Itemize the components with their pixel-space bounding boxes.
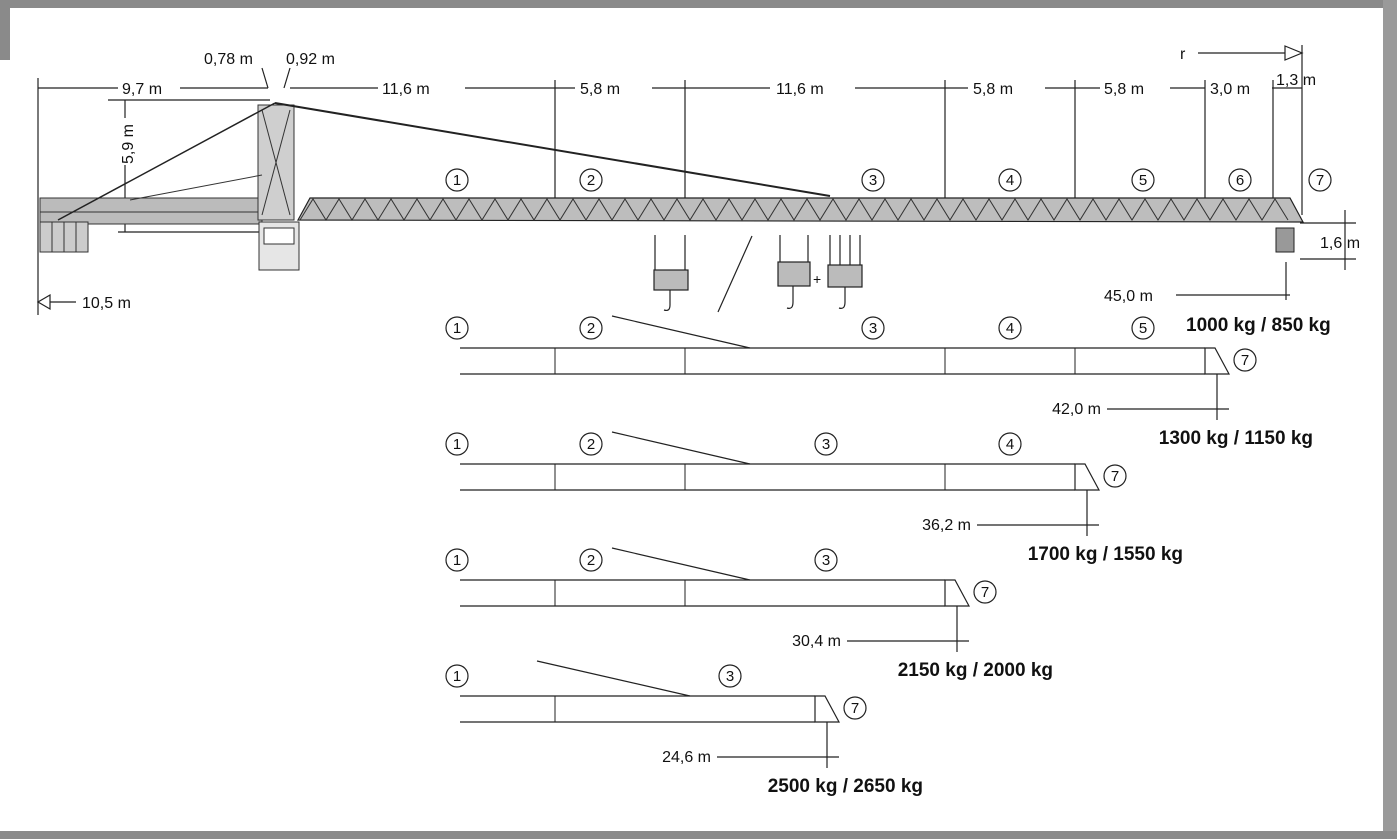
config-row-2: 1 2 3 4 7 36,2 m 1700 kg / 1550 kg bbox=[445, 431, 1183, 565]
svg-text:2: 2 bbox=[587, 436, 595, 453]
main-jib-truss bbox=[296, 197, 1305, 253]
svg-text:7: 7 bbox=[1241, 352, 1249, 369]
config-3-section-7: 7 bbox=[973, 580, 997, 604]
config-1-length: 42,0 m bbox=[1052, 401, 1101, 418]
config-4-section-3: 3 bbox=[718, 664, 742, 688]
config-2-section-7: 7 bbox=[1103, 464, 1127, 488]
left-border bbox=[0, 0, 10, 60]
truss-lacing bbox=[299, 198, 1289, 221]
crane-body bbox=[39, 102, 831, 271]
svg-text:1: 1 bbox=[453, 320, 461, 337]
config-4-length: 24,6 m bbox=[662, 749, 711, 766]
svg-text:4: 4 bbox=[1006, 436, 1014, 453]
config-row-3: 1 2 3 7 30,4 m 2150 kg / 2000 kg bbox=[445, 547, 1053, 681]
dim-jib-s1: 11,6 m bbox=[382, 81, 430, 98]
svg-text:7: 7 bbox=[1316, 172, 1324, 189]
svg-text:5: 5 bbox=[1139, 172, 1147, 189]
top-dimension-lines bbox=[36, 45, 1356, 315]
hook-plus-sign: + bbox=[813, 271, 821, 287]
config-3-load: 2150 kg / 2000 kg bbox=[898, 660, 1053, 681]
config-1-section-1: 1 bbox=[445, 316, 469, 340]
main-section-7: 7 bbox=[1308, 168, 1332, 192]
config-3-section-3: 3 bbox=[814, 548, 838, 572]
config-2-length: 36,2 m bbox=[922, 517, 971, 534]
dim-counter-jib: 9,7 m bbox=[122, 81, 162, 98]
dim-height: 5,9 m bbox=[120, 124, 137, 164]
svg-text:1: 1 bbox=[453, 436, 461, 453]
svg-text:7: 7 bbox=[1111, 468, 1119, 485]
single-hook-icon bbox=[653, 269, 689, 291]
top-border bbox=[0, 0, 1397, 8]
svg-text:6: 6 bbox=[1236, 172, 1244, 189]
config-1-section-7: 7 bbox=[1233, 348, 1257, 372]
svg-text:3: 3 bbox=[822, 436, 830, 453]
hook-icons bbox=[653, 235, 863, 313]
double-hook-icon-a bbox=[777, 261, 811, 287]
svg-text:1: 1 bbox=[453, 668, 461, 685]
config-row-4: 1 3 7 24,6 m 2500 kg / 2650 kg bbox=[445, 660, 923, 797]
dim-jib-s4: 5,8 m bbox=[973, 81, 1013, 98]
svg-text:4: 4 bbox=[1006, 172, 1014, 189]
svg-text:3: 3 bbox=[822, 552, 830, 569]
main-jib-length: 45,0 m bbox=[1104, 288, 1153, 305]
bottom-border bbox=[0, 831, 1397, 839]
dim-jib-tip: 1,3 m bbox=[1276, 72, 1316, 89]
dim-jib-s3: 11,6 m bbox=[776, 81, 824, 98]
svg-text:3: 3 bbox=[869, 172, 877, 189]
config-1-section-4: 4 bbox=[998, 316, 1022, 340]
config-4-section-1: 1 bbox=[445, 664, 469, 688]
main-length-callout bbox=[1176, 262, 1290, 300]
svg-text:1: 1 bbox=[453, 172, 461, 189]
svg-text:7: 7 bbox=[851, 700, 859, 717]
dim-jib-s6: 3,0 m bbox=[1210, 81, 1250, 98]
dim-jib-s5: 5,8 m bbox=[1104, 81, 1144, 98]
config-2-section-3: 3 bbox=[814, 432, 838, 456]
main-section-4: 4 bbox=[998, 168, 1022, 192]
config-1-load: 1300 kg / 1150 kg bbox=[1159, 428, 1313, 449]
config-2-section-2: 2 bbox=[579, 432, 603, 456]
hook-block bbox=[1275, 227, 1295, 253]
main-jib-load: 1000 kg / 850 kg bbox=[1186, 315, 1331, 336]
main-section-3: 3 bbox=[861, 168, 885, 192]
config-2-section-1: 1 bbox=[445, 432, 469, 456]
config-2-load: 1700 kg / 1550 kg bbox=[1028, 544, 1183, 565]
jib-configurations: 1 2 3 4 5 7 42,0 m 1300 kg / 1150 kg 1 2 3 4 7 36,2 m… bbox=[445, 315, 1313, 797]
svg-text:7: 7 bbox=[981, 584, 989, 601]
config-row-1: 1 2 3 4 5 7 42,0 m 1300 kg / 1150 kg bbox=[445, 315, 1313, 449]
dim-hook-drop: 1,6 m bbox=[1320, 235, 1360, 252]
config-3-section-2: 2 bbox=[579, 548, 603, 572]
dim-radius-label: r bbox=[1180, 46, 1186, 63]
main-jib-section-labels: 1 2 3 4 5 6 7 bbox=[445, 168, 1332, 192]
dim-tail-radius: 10,5 m bbox=[82, 295, 131, 312]
main-section-2: 2 bbox=[579, 168, 603, 192]
double-hook-icon-b bbox=[827, 264, 863, 288]
dim-offset-b: 0,92 m bbox=[286, 51, 335, 68]
svg-text:1: 1 bbox=[453, 552, 461, 569]
svg-text:2: 2 bbox=[587, 552, 595, 569]
dim-jib-s2: 5,8 m bbox=[580, 81, 620, 98]
svg-text:5: 5 bbox=[1139, 320, 1147, 337]
svg-text:2: 2 bbox=[587, 320, 595, 337]
main-section-5: 5 bbox=[1131, 168, 1155, 192]
config-3-section-1: 1 bbox=[445, 548, 469, 572]
config-2-section-4: 4 bbox=[998, 432, 1022, 456]
svg-text:2: 2 bbox=[587, 172, 595, 189]
svg-text:4: 4 bbox=[1006, 320, 1014, 337]
right-border bbox=[1383, 0, 1397, 839]
config-3-length: 30,4 m bbox=[792, 633, 841, 650]
config-1-section-2: 2 bbox=[579, 316, 603, 340]
config-4-section-7: 7 bbox=[843, 696, 867, 720]
config-4-load: 2500 kg / 2650 kg bbox=[768, 776, 923, 797]
config-1-section-5: 5 bbox=[1131, 316, 1155, 340]
svg-text:3: 3 bbox=[869, 320, 877, 337]
main-section-1: 1 bbox=[445, 168, 469, 192]
svg-text:3: 3 bbox=[726, 668, 734, 685]
dim-offset-a: 0,78 m bbox=[204, 51, 253, 68]
config-1-section-3: 3 bbox=[861, 316, 885, 340]
main-section-6: 6 bbox=[1228, 168, 1252, 192]
